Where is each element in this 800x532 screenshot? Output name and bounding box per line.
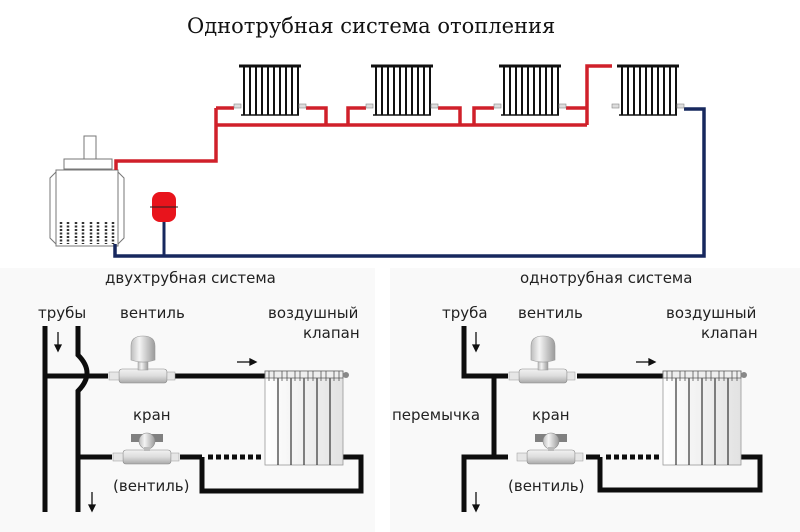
left-air-valve-label-2: клапан (303, 324, 360, 342)
radiator-3 (492, 61, 568, 117)
right-tap-alt-label: (вентиль) (508, 477, 585, 495)
boiler-burner-icon (59, 222, 115, 244)
radiator-1 (232, 61, 308, 117)
right-ball-valve (516, 432, 584, 465)
right-panel-title: однотрубная система (520, 269, 692, 287)
left-ball-valve (112, 432, 180, 465)
left-valve-label: вентиль (120, 304, 185, 322)
left-flow-arrows (53, 332, 258, 513)
supply-pipe (114, 64, 612, 170)
radiator-2 (364, 61, 440, 117)
left-pipes (42, 326, 364, 512)
left-tap-label: кран (133, 406, 171, 424)
diagram-title: Однотрубная система отопления (187, 14, 555, 38)
right-tap-label: кран (532, 406, 570, 424)
left-thermostatic-valve (108, 335, 176, 384)
right-flow-arrows (471, 332, 657, 513)
left-air-valve-label-1: воздушный (268, 304, 358, 322)
left-panel-title: двухтрубная система (105, 269, 276, 287)
return-pipe (113, 107, 706, 258)
left-tap-alt-label: (вентиль) (113, 477, 190, 495)
left-radiator (264, 370, 350, 466)
right-air-valve-label-2: клапан (701, 324, 758, 342)
right-pipes (461, 326, 763, 512)
expansion-tank (150, 192, 178, 256)
right-radiator (662, 370, 748, 466)
right-air-valve-label-1: воздушный (666, 304, 756, 322)
right-thermostatic-valve (508, 335, 576, 384)
bypass-label: перемычка (392, 406, 480, 424)
pipe-label: труба (442, 304, 488, 322)
boiler (49, 135, 125, 247)
right-valve-label: вентиль (518, 304, 583, 322)
pipes-label: трубы (38, 304, 86, 322)
radiator-4 (610, 61, 686, 117)
